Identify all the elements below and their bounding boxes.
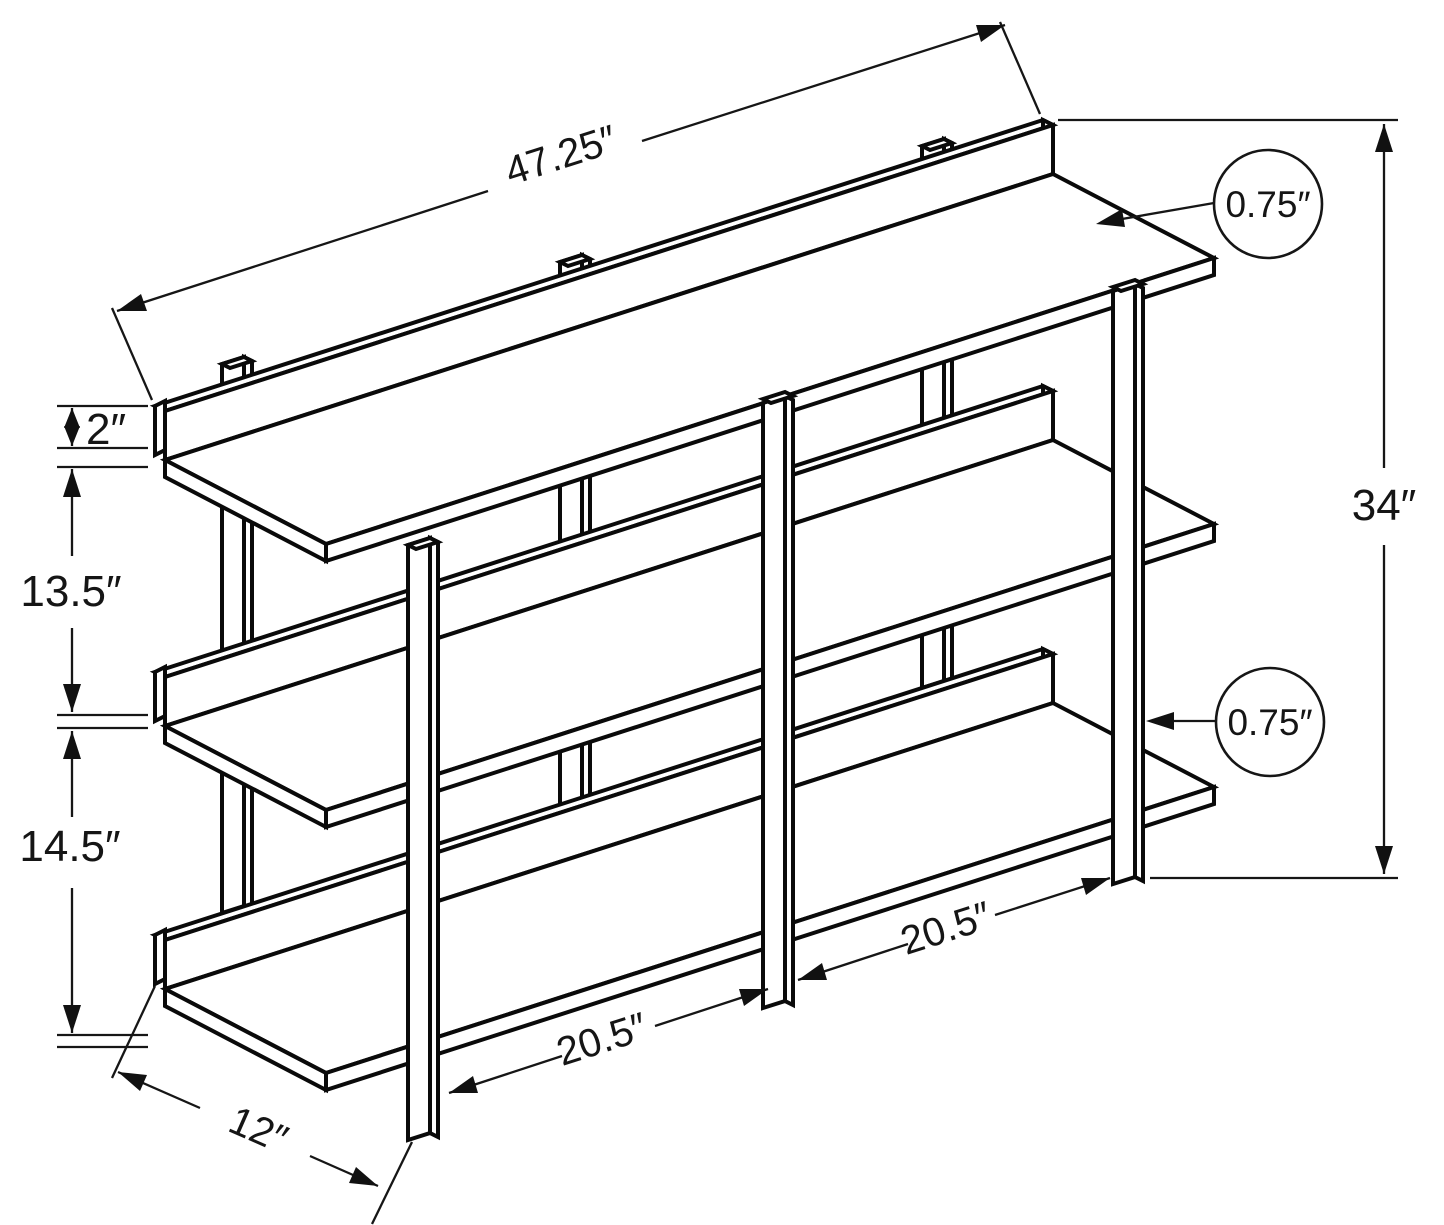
arrowhead [1096,209,1125,227]
dim-label-upper-gap: 13.5″ [20,567,121,616]
arrowhead [1146,712,1174,730]
top-rail-left-end [153,397,167,459]
dim-label-right-span: 20.5″ [895,894,996,964]
dim-label-top-length: 47.25″ [500,117,622,194]
dimension-rail-height: 2″ [57,404,148,454]
extension-line [370,1141,414,1225]
extension-line [110,307,154,401]
dim-label-top-thickness: 0.75″ [1225,184,1310,225]
arrowhead [64,408,80,428]
arrowhead [739,989,768,1006]
rear-post-left-cap [216,354,258,371]
front-leg-right [1107,277,1149,887]
dim-label-lower-gap: 14.5″ [19,822,120,871]
dimension-total-height: 34″ [1058,118,1417,880]
middle-board-left-end [163,722,328,831]
arrowhead [63,684,81,712]
middle-rail-left-end [153,663,167,725]
arrowhead [63,469,81,497]
front-leg-middle [757,389,799,1011]
bottom-rail-left-end [153,926,167,988]
arrowhead [118,1072,147,1091]
dim-label-total-height: 34″ [1352,481,1417,530]
dim-label-left-span: 20.5″ [551,1005,652,1075]
extension-line [998,21,1042,115]
front-leg-right-front [1111,281,1137,887]
arrowhead [976,25,1005,42]
bottom-board-left-end [163,985,328,1094]
front-leg-right-cap [1107,277,1149,294]
dimension-line [116,189,489,313]
arrowhead [1375,846,1393,874]
top-board-left-end [163,456,328,565]
dim-label-rail-height: 2″ [86,405,126,454]
dimension-line [641,23,1006,143]
callout-shelf-thickness: 0.75″ [1146,666,1326,778]
arrowhead [1375,124,1393,152]
dimension-lower-gap: 14.5″ [19,731,148,1049]
dimension-annotations: 47.25″ 0.75″ 2″ 13.5″ [19,21,1417,1225]
arrowhead [349,1167,378,1186]
front-leg-middle-front [761,393,787,1011]
rear-slat-cap [916,136,958,153]
dimension-upper-gap: 13.5″ [20,465,148,730]
arrowhead [1081,878,1110,895]
arrowhead [117,294,147,311]
arrowhead [63,731,81,759]
dim-label-depth: 12″ [223,1098,294,1162]
leader-line [1121,201,1215,221]
arrowhead [449,1076,478,1093]
arrowhead [798,963,827,980]
front-leg-left-cap [402,535,444,552]
front-leg-left-front [406,535,432,1143]
dim-label-shelf-thickness: 0.75″ [1227,702,1312,743]
front-leg-middle-cap [757,389,799,406]
front-leg-left [402,534,444,1143]
arrowhead [63,1005,81,1033]
extension-line [110,985,157,1079]
front-legs [402,277,1149,1143]
arrowhead [64,426,80,446]
rear-slat-cap [554,252,596,269]
callout-top-thickness: 0.75″ [1096,148,1324,260]
